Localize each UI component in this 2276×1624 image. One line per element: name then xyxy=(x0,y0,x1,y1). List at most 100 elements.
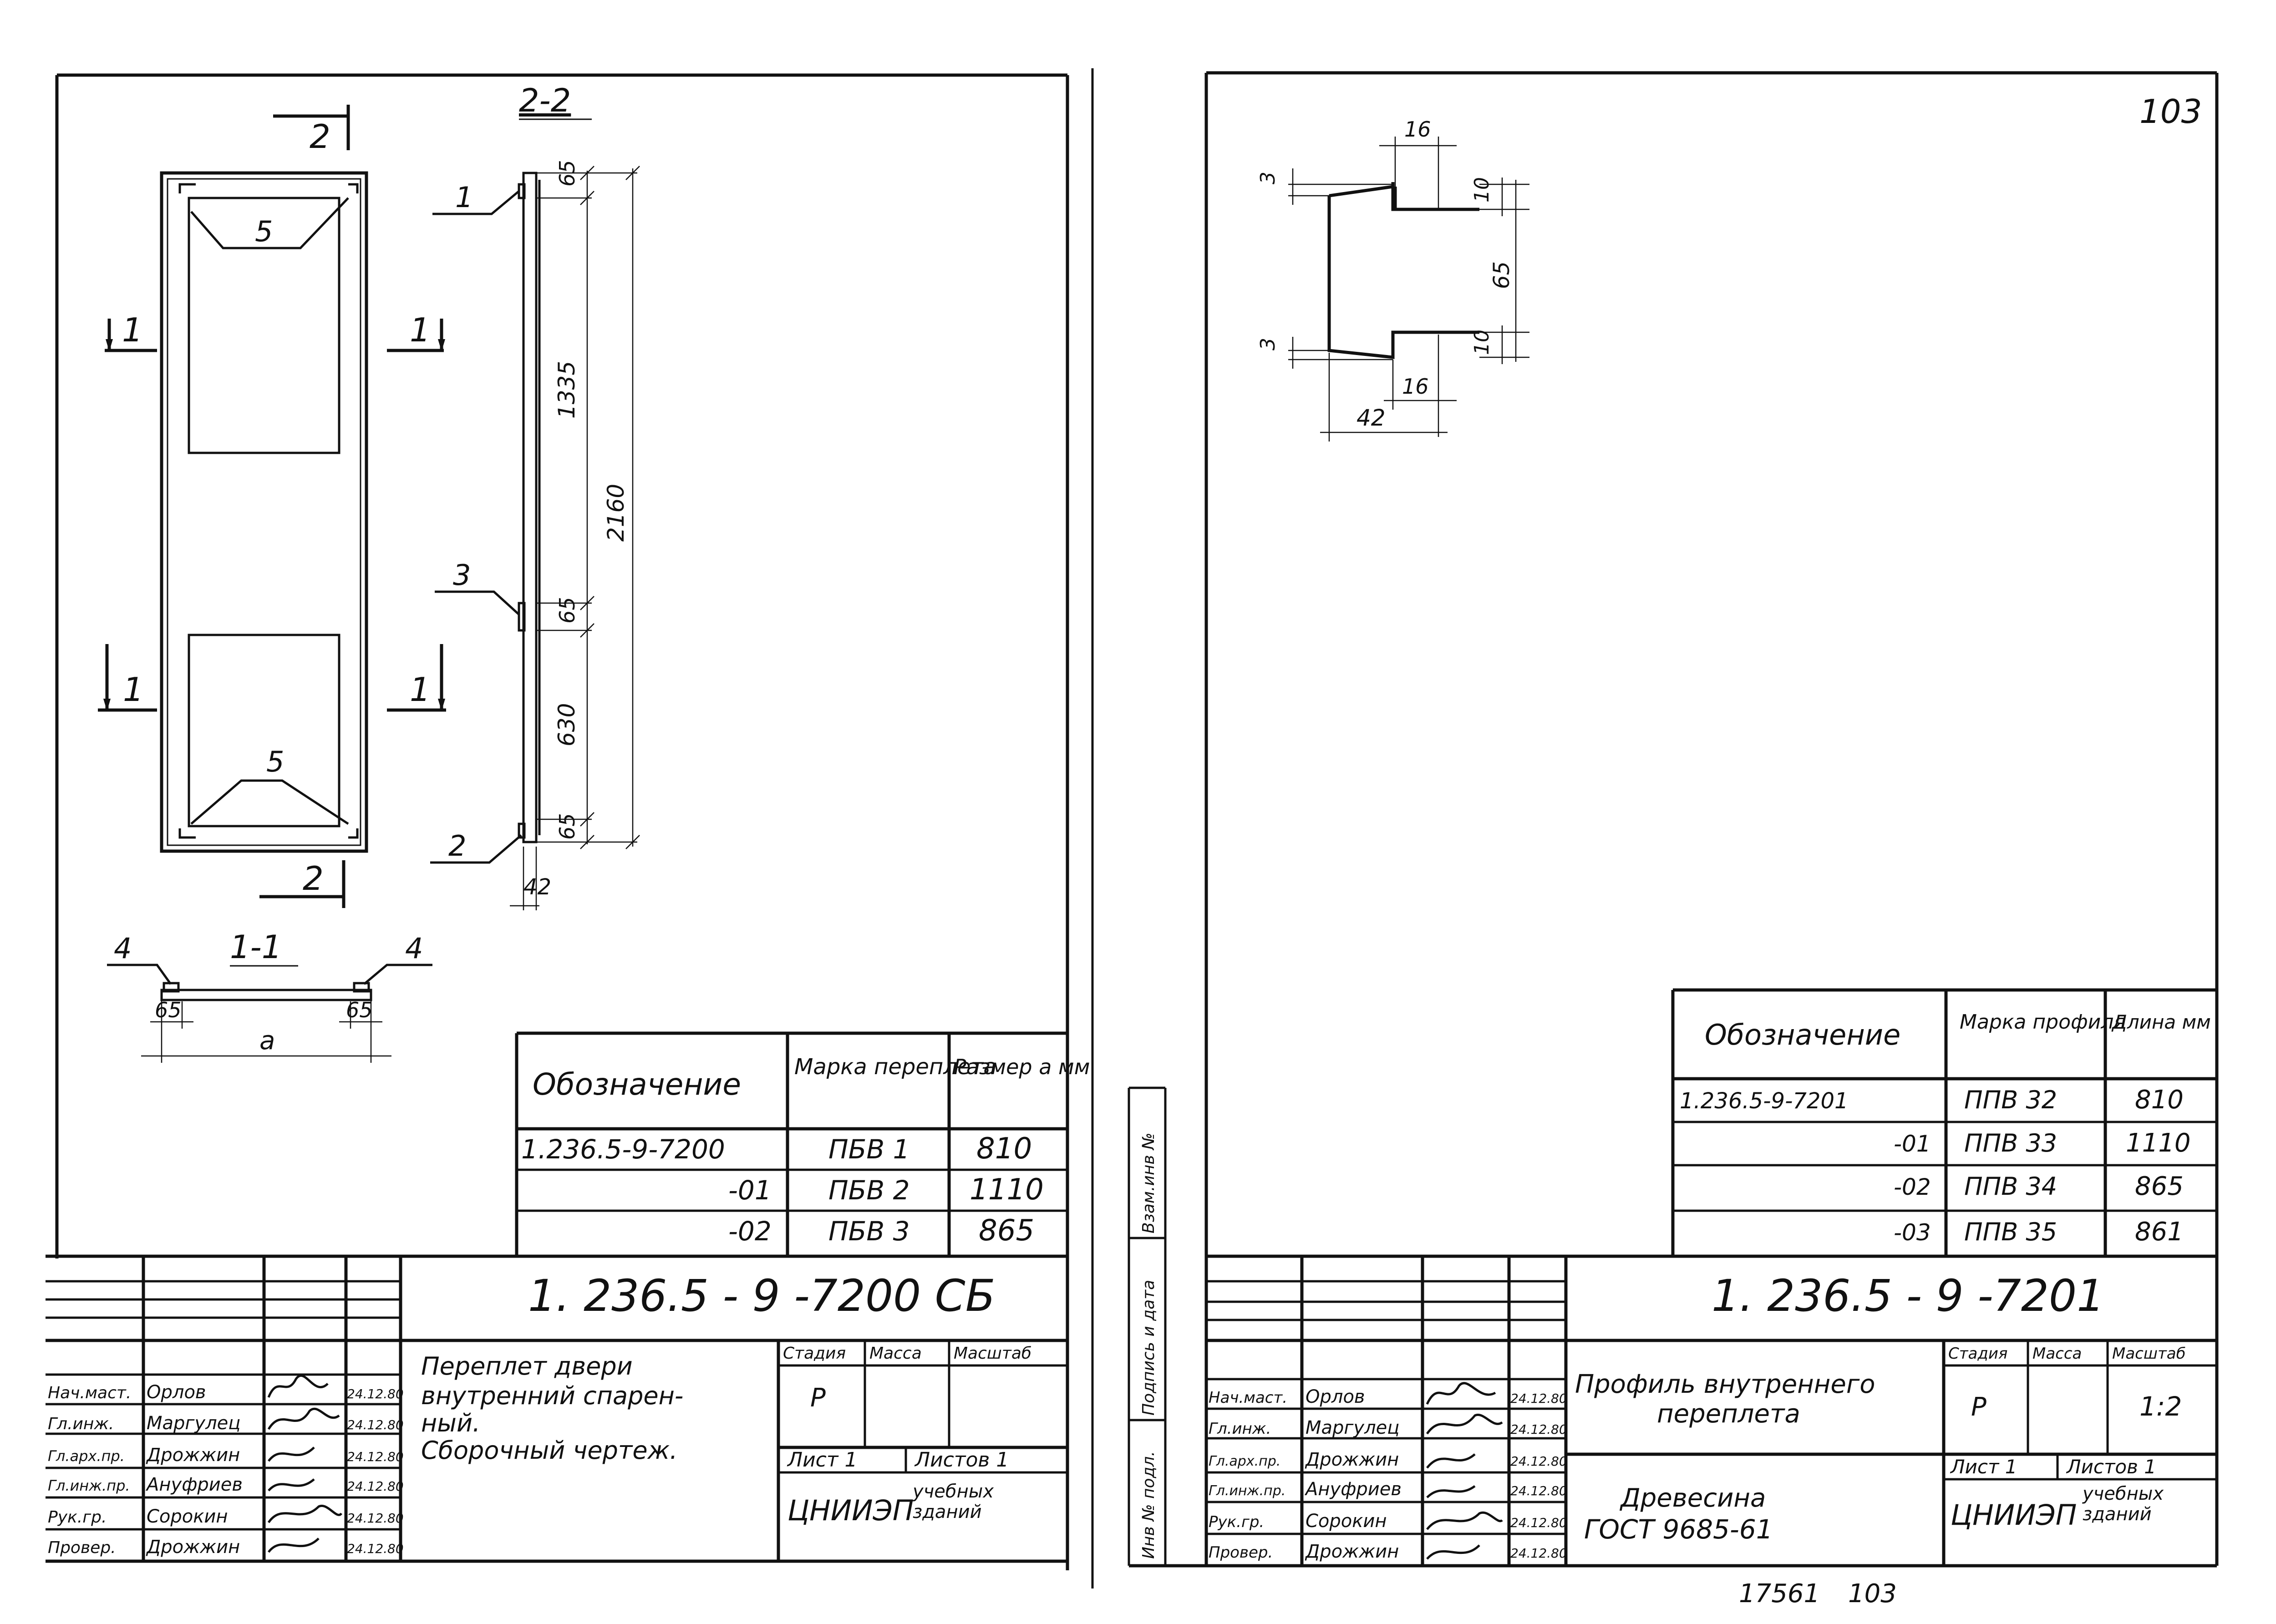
left-stage-value: Р xyxy=(810,1383,826,1413)
callout-1: 1 xyxy=(455,181,473,214)
page-number: 103 xyxy=(2139,92,2202,131)
right-title-line-2: переплета xyxy=(1657,1399,1800,1429)
svg-text:24.12.80: 24.12.80 xyxy=(1510,1454,1567,1469)
signature xyxy=(268,1478,315,1492)
door-elevation: 5 5 xyxy=(160,171,368,853)
left-sheet-label: Лист 1 xyxy=(787,1448,857,1472)
dim-65-bottom: 65 xyxy=(555,813,579,840)
signature xyxy=(1426,1382,1496,1405)
svg-text:Орлов: Орлов xyxy=(147,1382,206,1403)
callout-2: 2 xyxy=(448,829,466,863)
left-spec-row-3-size: 865 xyxy=(979,1214,1034,1248)
footer-inventory: 17561 xyxy=(1739,1579,1820,1609)
dim-1335: 1335 xyxy=(554,361,580,419)
left-spec-row-2-size: 1110 xyxy=(970,1173,1044,1207)
left-title-block: 1. 236.5 - 9 -7200 СБ Переплет двери вну… xyxy=(46,1254,1067,1561)
svg-text:Гл.арх.пр.: Гл.арх.пр. xyxy=(48,1447,125,1465)
section-2-2-label: 2-2 xyxy=(519,82,571,119)
right-spec-row-2-mark: ППВ 33 xyxy=(1964,1129,2057,1157)
footer-page: 103 xyxy=(1848,1579,1897,1609)
svg-text:Ануфриев: Ануфриев xyxy=(1304,1479,1402,1500)
left-title-line-1: Переплет двери xyxy=(421,1352,633,1380)
left-stage-label: Стадия xyxy=(783,1344,846,1363)
right-sheets-label: Листов 1 xyxy=(2066,1456,2156,1478)
left-spec-row-2-designation: -01 xyxy=(728,1175,772,1206)
left-spec-row-1-mark: ПБВ 1 xyxy=(828,1134,910,1165)
svg-text:24.12.80: 24.12.80 xyxy=(1510,1483,1567,1498)
left-title-line-3: ный. xyxy=(421,1409,480,1437)
left-spec-header-designation: Обозначение xyxy=(533,1067,741,1102)
svg-text:Нач.маст.: Нач.маст. xyxy=(48,1384,131,1402)
svg-text:Дрожжин: Дрожжин xyxy=(1305,1541,1399,1562)
right-spec-row-4-mark: ППВ 35 xyxy=(1964,1218,2057,1246)
callout-4-right: 4 xyxy=(405,932,423,965)
right-scale-label: Масштаб xyxy=(2112,1345,2186,1363)
right-org: ЦНИИЭП xyxy=(1951,1498,2077,1532)
right-spec-row-2-length: 1110 xyxy=(2126,1128,2191,1158)
svg-text:24.12.80: 24.12.80 xyxy=(347,1479,404,1494)
dim-42: 42 xyxy=(1356,405,1386,431)
left-spec-table: Обозначение Марка переплета Размер а мм … xyxy=(515,1031,1090,1256)
callout-3: 3 xyxy=(453,558,471,592)
cut-1-lower-left: 1 xyxy=(123,670,144,709)
left-spec-row-1-size: 810 xyxy=(976,1132,1032,1166)
signature xyxy=(268,1446,315,1462)
right-spec-row-1-designation: 1.236.5-9-7201 xyxy=(1680,1088,1849,1114)
dim-16-top: 16 xyxy=(1404,117,1431,142)
svg-text:Гл.инж.: Гл.инж. xyxy=(1209,1420,1271,1438)
cut-1-upper-left: 1 xyxy=(122,311,143,349)
svg-text:Орлов: Орлов xyxy=(1306,1386,1365,1407)
right-stage-value: Р xyxy=(1971,1392,1986,1422)
lower-glazing xyxy=(188,634,340,827)
right-drawing-code: 1. 236.5 - 9 -7201 xyxy=(1712,1270,2104,1321)
svg-text:Гл.инж.пр.: Гл.инж.пр. xyxy=(1209,1483,1285,1499)
svg-text:Рук.гр.: Рук.гр. xyxy=(1209,1513,1264,1531)
callout-5-top: 5 xyxy=(255,215,273,248)
right-stage-label: Стадия xyxy=(1948,1345,2007,1363)
svg-text:24.12.80: 24.12.80 xyxy=(1510,1546,1567,1561)
profile-section: 16 3 10 65 3 10 16 42 xyxy=(1256,117,1529,442)
right-sheet: 103 16 3 10 65 3 xyxy=(1128,71,2219,1609)
side-margin: Инв № подл. Подпись и дата Взам.инв № xyxy=(1128,1086,1167,1566)
cut-1-upper-right: 1 xyxy=(410,311,431,349)
right-spec-row-4-designation: -03 xyxy=(1894,1219,1931,1246)
cut-1-lower-right: 1 xyxy=(410,670,431,709)
signature xyxy=(1426,1413,1503,1435)
svg-text:Маргулец: Маргулец xyxy=(1306,1417,1400,1438)
signature xyxy=(267,1407,340,1430)
left-sheets-label: Листов 1 xyxy=(914,1448,1009,1472)
svg-text:Сорокин: Сорокин xyxy=(1306,1511,1387,1532)
side-label-inventory: Инв № подл. xyxy=(1139,1451,1158,1559)
right-org-sub-2: зданий xyxy=(2083,1504,2152,1525)
svg-text:24.12.80: 24.12.80 xyxy=(1510,1391,1567,1406)
svg-text:Провер.: Провер. xyxy=(48,1538,116,1557)
left-org-sub-2: зданий xyxy=(913,1502,982,1522)
left-spec-header-size: Размер а мм xyxy=(954,1055,1090,1079)
dim-65-left: 65 xyxy=(155,998,182,1022)
dim-65-right: 65 xyxy=(346,998,373,1022)
callout-5-bottom: 5 xyxy=(266,745,284,778)
dim-16-bottom: 16 xyxy=(1402,374,1429,399)
right-sheet-label: Лист 1 xyxy=(1950,1456,2017,1478)
right-spec-header-mark: Марка профиля xyxy=(1960,1010,2126,1034)
side-label-signature: Подпись и дата xyxy=(1139,1280,1158,1416)
right-scale-value: 1:2 xyxy=(2139,1391,2182,1422)
dim-65-mid: 65 xyxy=(555,597,579,624)
signature xyxy=(1426,1453,1476,1469)
svg-text:Сорокин: Сорокин xyxy=(147,1506,228,1527)
svg-text:24.12.80: 24.12.80 xyxy=(347,1417,404,1432)
svg-text:Гл.инж.пр.: Гл.инж.пр. xyxy=(48,1477,130,1494)
svg-text:Дрожжин: Дрожжин xyxy=(146,1445,240,1466)
right-spec-row-3-length: 865 xyxy=(2135,1172,2184,1201)
dim-65-top: 65 xyxy=(555,160,579,187)
left-org-sub-1: учебных xyxy=(912,1481,994,1502)
svg-text:24.12.80: 24.12.80 xyxy=(347,1511,404,1526)
right-spec-header-designation: Обозначение xyxy=(1705,1018,1900,1051)
signature xyxy=(1426,1544,1480,1560)
signature xyxy=(268,1538,320,1553)
left-spec-row-3-designation: -02 xyxy=(728,1216,772,1247)
svg-text:Гл.инж.: Гл.инж. xyxy=(48,1415,114,1433)
dim-10-bottom: 10 xyxy=(1470,330,1494,355)
dim-630: 630 xyxy=(554,703,580,746)
left-spec-row-2-mark: ПБВ 2 xyxy=(828,1175,910,1206)
